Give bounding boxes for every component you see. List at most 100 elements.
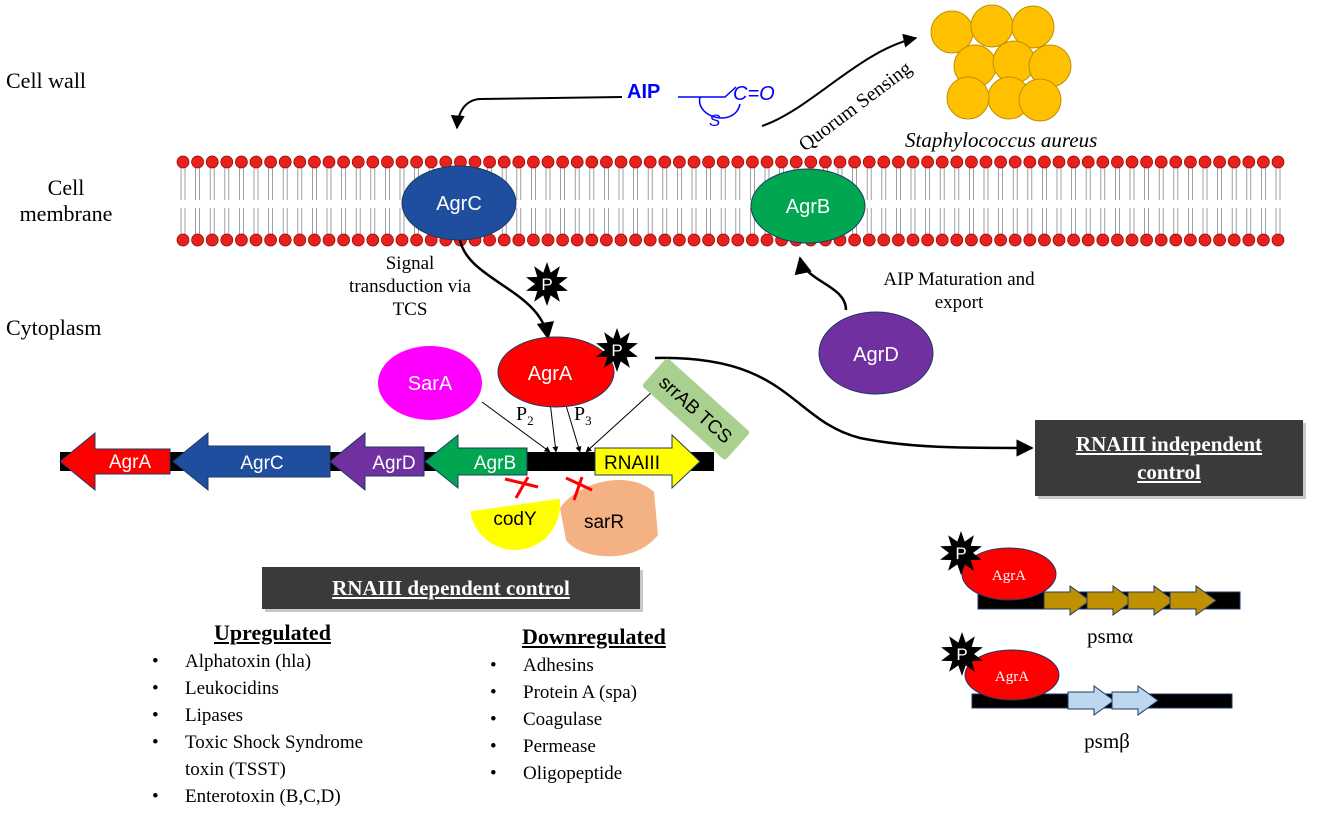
phosphate-label: P [956, 645, 967, 664]
quorum-sensing-arrow [761, 33, 918, 127]
phospholipid [1173, 168, 1179, 236]
signal-transduction-label: Signal transduction via TCS [349, 253, 471, 320]
lipid-head-outer [658, 155, 672, 169]
phospholipid [1042, 168, 1047, 236]
lipid-head-inner [1184, 233, 1197, 247]
lipid-head-outer [629, 155, 642, 169]
phosphate-icon: P [941, 632, 983, 676]
upregulated-title: Upregulated [214, 620, 331, 645]
gene-agra-arrow: AgrA [59, 431, 171, 492]
lipid-head-inner [658, 233, 672, 247]
lipid-head-inner [600, 233, 613, 247]
phospholipid [1261, 168, 1266, 236]
phospholipid [662, 168, 668, 236]
lipid-head-outer [1140, 155, 1153, 169]
lipid-head-outer [410, 155, 423, 169]
lipid-head-inner [892, 233, 905, 247]
lipid-head-outer [673, 155, 686, 169]
lipid-head-inner [527, 233, 540, 247]
gene-agrc-label: AgrC [240, 453, 283, 474]
phospholipid [209, 168, 215, 236]
sarr-repressor [560, 480, 658, 557]
lipid-head-outer [1081, 155, 1095, 169]
aip-to-agrc-arrow [450, 96, 623, 130]
agrc-protein [401, 165, 517, 241]
gene-agrb-label: AgrB [474, 453, 516, 474]
srrab-tcs: srrAB TCS [642, 358, 750, 460]
phospholipid [896, 168, 901, 236]
lipid-head-inner [1242, 233, 1256, 247]
phospholipid [1217, 168, 1222, 236]
lipid-head-inner [1257, 233, 1270, 247]
phosphate-label: P [955, 544, 966, 563]
phospholipid [574, 168, 580, 236]
psm-gene-arrow [1067, 685, 1115, 716]
lipid-head-inner [278, 233, 292, 247]
phospholipid [735, 168, 741, 236]
phospholipid [604, 168, 609, 236]
lipid-head-inner [293, 233, 307, 247]
lipid-head-inner [308, 233, 321, 247]
lipid-head-inner [1052, 233, 1066, 247]
lipid-head-outer [570, 155, 584, 169]
lipid-head-inner [1140, 233, 1153, 247]
rnaiii-independent-box: RNAIII independent control [1035, 420, 1303, 496]
lipid-head-outer [424, 155, 438, 169]
lipid-head-inner [862, 233, 876, 247]
lipid-head-outer [191, 155, 204, 169]
lipid-head-outer [351, 155, 365, 169]
phospholipid [560, 168, 565, 236]
lipid-head-outer [1184, 155, 1197, 169]
lipid-head-outer [337, 155, 350, 169]
cody-repressor [470, 498, 560, 550]
agrd-protein [818, 311, 934, 395]
psm-alpha-label: psmα [1086, 624, 1133, 648]
lipid-head-inner [935, 233, 949, 247]
lipid-head-inner [556, 233, 569, 247]
lipid-head-outer [862, 155, 876, 169]
lipid-head-outer [935, 155, 949, 169]
cell-wall-label: Cell wall [6, 68, 87, 93]
phospholipid [1012, 168, 1018, 236]
sara-protein [378, 346, 482, 420]
lipid-head-outer [1154, 155, 1168, 169]
lipid-head-inner [673, 233, 686, 247]
lipid-head-inner [1023, 233, 1037, 247]
promoter-p3: P3 [574, 403, 592, 428]
phospholipid [545, 168, 551, 236]
rnaiii-dependent-box: RNAIII dependent control [262, 567, 640, 609]
lipid-head-outer [892, 155, 905, 169]
phospholipid [516, 168, 522, 236]
lipid-head-inner [220, 233, 234, 247]
lipid-head-outer [1125, 155, 1139, 169]
bacterium-cell [946, 76, 990, 120]
lipid-head-inner [1067, 233, 1080, 247]
cody-label: codY [493, 509, 537, 530]
lipid-head-outer [278, 155, 292, 169]
lipid-head-outer [220, 155, 234, 169]
psm-gene-arrow [1127, 585, 1175, 616]
agrb-protein [750, 168, 866, 244]
psm-gene-arrow [1111, 685, 1159, 716]
lipid-head-outer [716, 155, 730, 169]
lipid-head-outer [1271, 155, 1285, 169]
lipid-head-outer [965, 155, 978, 169]
lipid-head-outer [176, 155, 190, 169]
lipid-head-inner [176, 233, 190, 247]
lipid-head-inner [366, 233, 380, 247]
upregulated-item: Alphatoxin (hla) [148, 648, 448, 675]
lipid-head-inner [395, 233, 409, 247]
lipid-head-inner [643, 233, 657, 247]
phospholipid [1275, 168, 1281, 236]
lipid-head-outer [264, 155, 277, 169]
lipid-head-outer [687, 155, 701, 169]
lipid-head-outer [760, 155, 774, 169]
psm-alpha-agra [961, 547, 1057, 601]
lipid-head-inner [1081, 233, 1095, 247]
rnaiii-arrow: RNAIII [594, 433, 701, 490]
psm-gene-arrow [1169, 585, 1217, 616]
lipid-bilayer [176, 155, 1285, 247]
lipid-head-outer [731, 155, 745, 169]
cody-inhibition [504, 476, 539, 499]
lipid-head-inner [1154, 233, 1168, 247]
